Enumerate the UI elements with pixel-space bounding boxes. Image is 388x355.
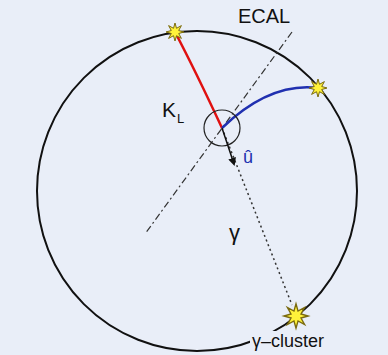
photon-line — [222, 128, 292, 305]
hit-star — [166, 23, 184, 41]
particle-subscript: L — [177, 112, 184, 125]
cluster-star — [284, 304, 308, 328]
red-track — [175, 32, 222, 128]
detector-name: ECAL — [238, 6, 290, 26]
particle-name: K — [162, 99, 176, 120]
photon-symbol: γ — [229, 222, 240, 244]
ecal-ring — [37, 31, 357, 351]
unit-vector: û — [243, 148, 253, 166]
cluster-label: γ–cluster — [250, 331, 326, 351]
hit-star — [309, 79, 327, 97]
blue-track — [222, 87, 318, 128]
ecal-axis — [145, 32, 292, 234]
direction-arrow — [222, 128, 234, 164]
